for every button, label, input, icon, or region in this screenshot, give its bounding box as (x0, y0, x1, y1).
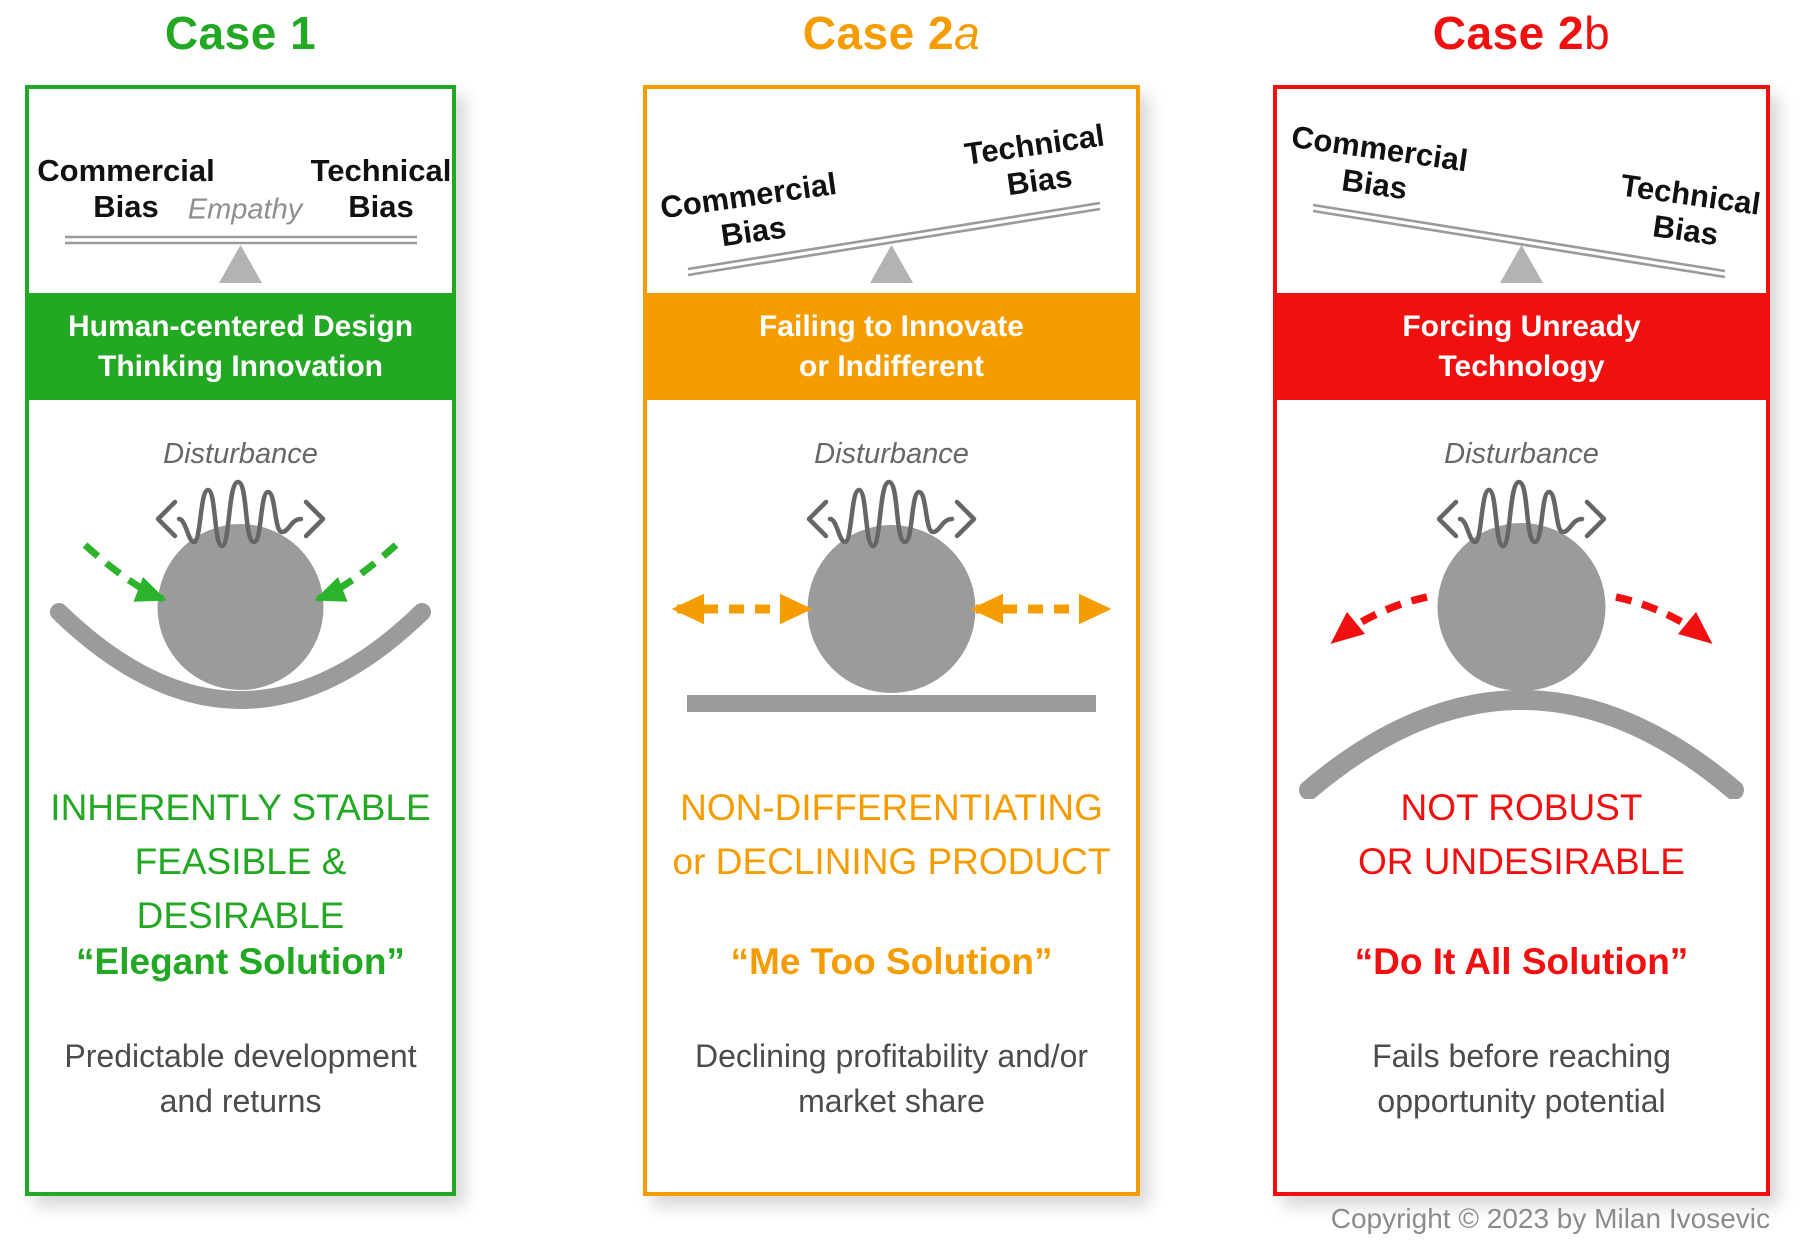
case-1-title: Case 1 (25, 2, 456, 64)
case-2a-title: Case 2a (643, 2, 1140, 64)
outcome-line-2: opportunity potential (1377, 1083, 1666, 1119)
case-2b-panel: Commercial Bias Technical Bias Forcing U… (1273, 85, 1770, 1196)
restoring-arrow-right (314, 542, 399, 603)
fulcrum-triangle-icon (870, 245, 913, 283)
case-1-panel: Commercial Bias Empathy Technical Bias H… (25, 85, 456, 1196)
wave-squiggle (827, 479, 955, 549)
outcome-line-1: Fails before reaching (1372, 1038, 1671, 1074)
ball (157, 524, 324, 690)
beam-line-top (687, 201, 1101, 271)
case-2b-banner: Forcing Unready Technology (1277, 293, 1766, 400)
unstable-ball-on-hill-diagram (1299, 479, 1744, 799)
banner-line-2: Technology (1438, 349, 1605, 383)
wave-arrow-right (303, 499, 326, 539)
solution-quote: “Do It All Solution” (1354, 941, 1689, 982)
disturbance-wave-icon (806, 479, 977, 549)
stability-headline: NON-DIFFERENTIATING or DECLINING PRODUCT (647, 781, 1136, 889)
banner-line-1: Forcing Unready (1402, 309, 1641, 343)
case-2a-panel: Commercial Bias Technical Bias Failing t… (643, 85, 1140, 1196)
stability-headline: INHERENTLY STABLE FEASIBLE & DESIRABLE (29, 781, 452, 943)
outcome-text: Fails before reaching opportunity potent… (1277, 1034, 1766, 1124)
case-1-banner: Human-centered Design Thinking Innovatio… (29, 293, 452, 400)
wave-arrow-left (806, 499, 829, 539)
wave-arrow-right (1584, 499, 1607, 539)
stability-line-1: NOT ROBUST (1400, 787, 1643, 828)
commercial-bias-label: Commercial Bias (37, 153, 214, 225)
stability-line-1: NON-DIFFERENTIATING (680, 787, 1103, 828)
copyright-text: Copyright © 2023 by Milan Ivosevic (1330, 1203, 1770, 1234)
stability-line-2: FEASIBLE & DESIRABLE (134, 841, 347, 936)
case-2a-banner: Failing to Innovate or Indifferent (647, 293, 1136, 400)
wave-arrow-left (1436, 499, 1459, 539)
ball (1437, 523, 1606, 691)
beam-line-top (1312, 203, 1726, 273)
ball (807, 525, 976, 693)
outcome-line-1: Predictable development (64, 1038, 417, 1074)
banner-line-1: Human-centered Design (67, 309, 414, 343)
outcome-line-2: market share (798, 1083, 985, 1119)
outcome-text: Declining profitability and/or market sh… (647, 1034, 1136, 1124)
tilted-seesaw-icon (1312, 203, 1726, 283)
disturbance-wave-icon (155, 479, 326, 549)
commercial-word: Commercial (37, 153, 215, 188)
stability-line-2: or DECLINING PRODUCT (672, 841, 1111, 882)
disturbance-wave-icon (1436, 479, 1607, 549)
banner-line-2: Thinking Innovation (98, 349, 383, 383)
tilted-seesaw-icon (687, 201, 1101, 283)
neutral-ball-on-flat-diagram (671, 479, 1112, 712)
restoring-arrow-left (82, 542, 167, 603)
solution-quote: “Elegant Solution” (76, 941, 405, 982)
bias-word: Bias (348, 189, 414, 224)
stability-headline: NOT ROBUST OR UNDESIRABLE (1277, 781, 1766, 889)
balanced-seesaw-icon (65, 235, 417, 283)
wave-arrow-right (954, 499, 977, 539)
valley-curve (50, 603, 431, 709)
disturbance-label: Disturbance (163, 438, 318, 470)
stability-line-1: INHERENTLY STABLE (50, 787, 431, 828)
beam-line-bottom (1312, 209, 1726, 279)
stability-line-2: OR UNDESIRABLE (1358, 841, 1685, 882)
solution-quote: “Me Too Solution” (730, 941, 1053, 982)
fulcrum-triangle-icon (219, 245, 262, 283)
empathy-label: Empathy (187, 193, 303, 226)
case-title-suffix: a (954, 7, 981, 59)
hill-curve (1299, 690, 1744, 799)
wave-squiggle (176, 479, 304, 549)
technical-bias-label: Technical Bias (311, 153, 452, 225)
case-title-text: Case 1 (164, 7, 317, 59)
fulcrum-triangle-icon (1500, 245, 1543, 283)
wave-arrow-left (155, 499, 178, 539)
disturbance-label: Disturbance (1444, 438, 1599, 470)
disturbance-label: Disturbance (814, 438, 969, 470)
stable-ball-in-valley-diagram (50, 479, 431, 709)
outcome-line-2: and returns (159, 1083, 322, 1119)
banner-line-1: Failing to Innovate (758, 309, 1024, 343)
flat-ground-line (687, 695, 1096, 712)
outcome-line-1: Declining profitability and/or (694, 1038, 1089, 1074)
falling-arrow-left (1330, 593, 1428, 644)
case-title-text: Case 2 (1432, 7, 1585, 59)
case-title-suffix: b (1584, 7, 1611, 59)
case-2b-title: Case 2b (1273, 2, 1770, 64)
bias-word: Bias (93, 189, 159, 224)
case-title-text: Case 2 (802, 7, 955, 59)
falling-arrow-right (1615, 593, 1713, 644)
wave-squiggle (1457, 479, 1585, 549)
banner-line-2: or Indifferent (799, 349, 984, 383)
beam-line-bottom (687, 207, 1101, 277)
technical-word: Technical (310, 153, 452, 188)
outcome-text: Predictable development and returns (29, 1034, 452, 1124)
